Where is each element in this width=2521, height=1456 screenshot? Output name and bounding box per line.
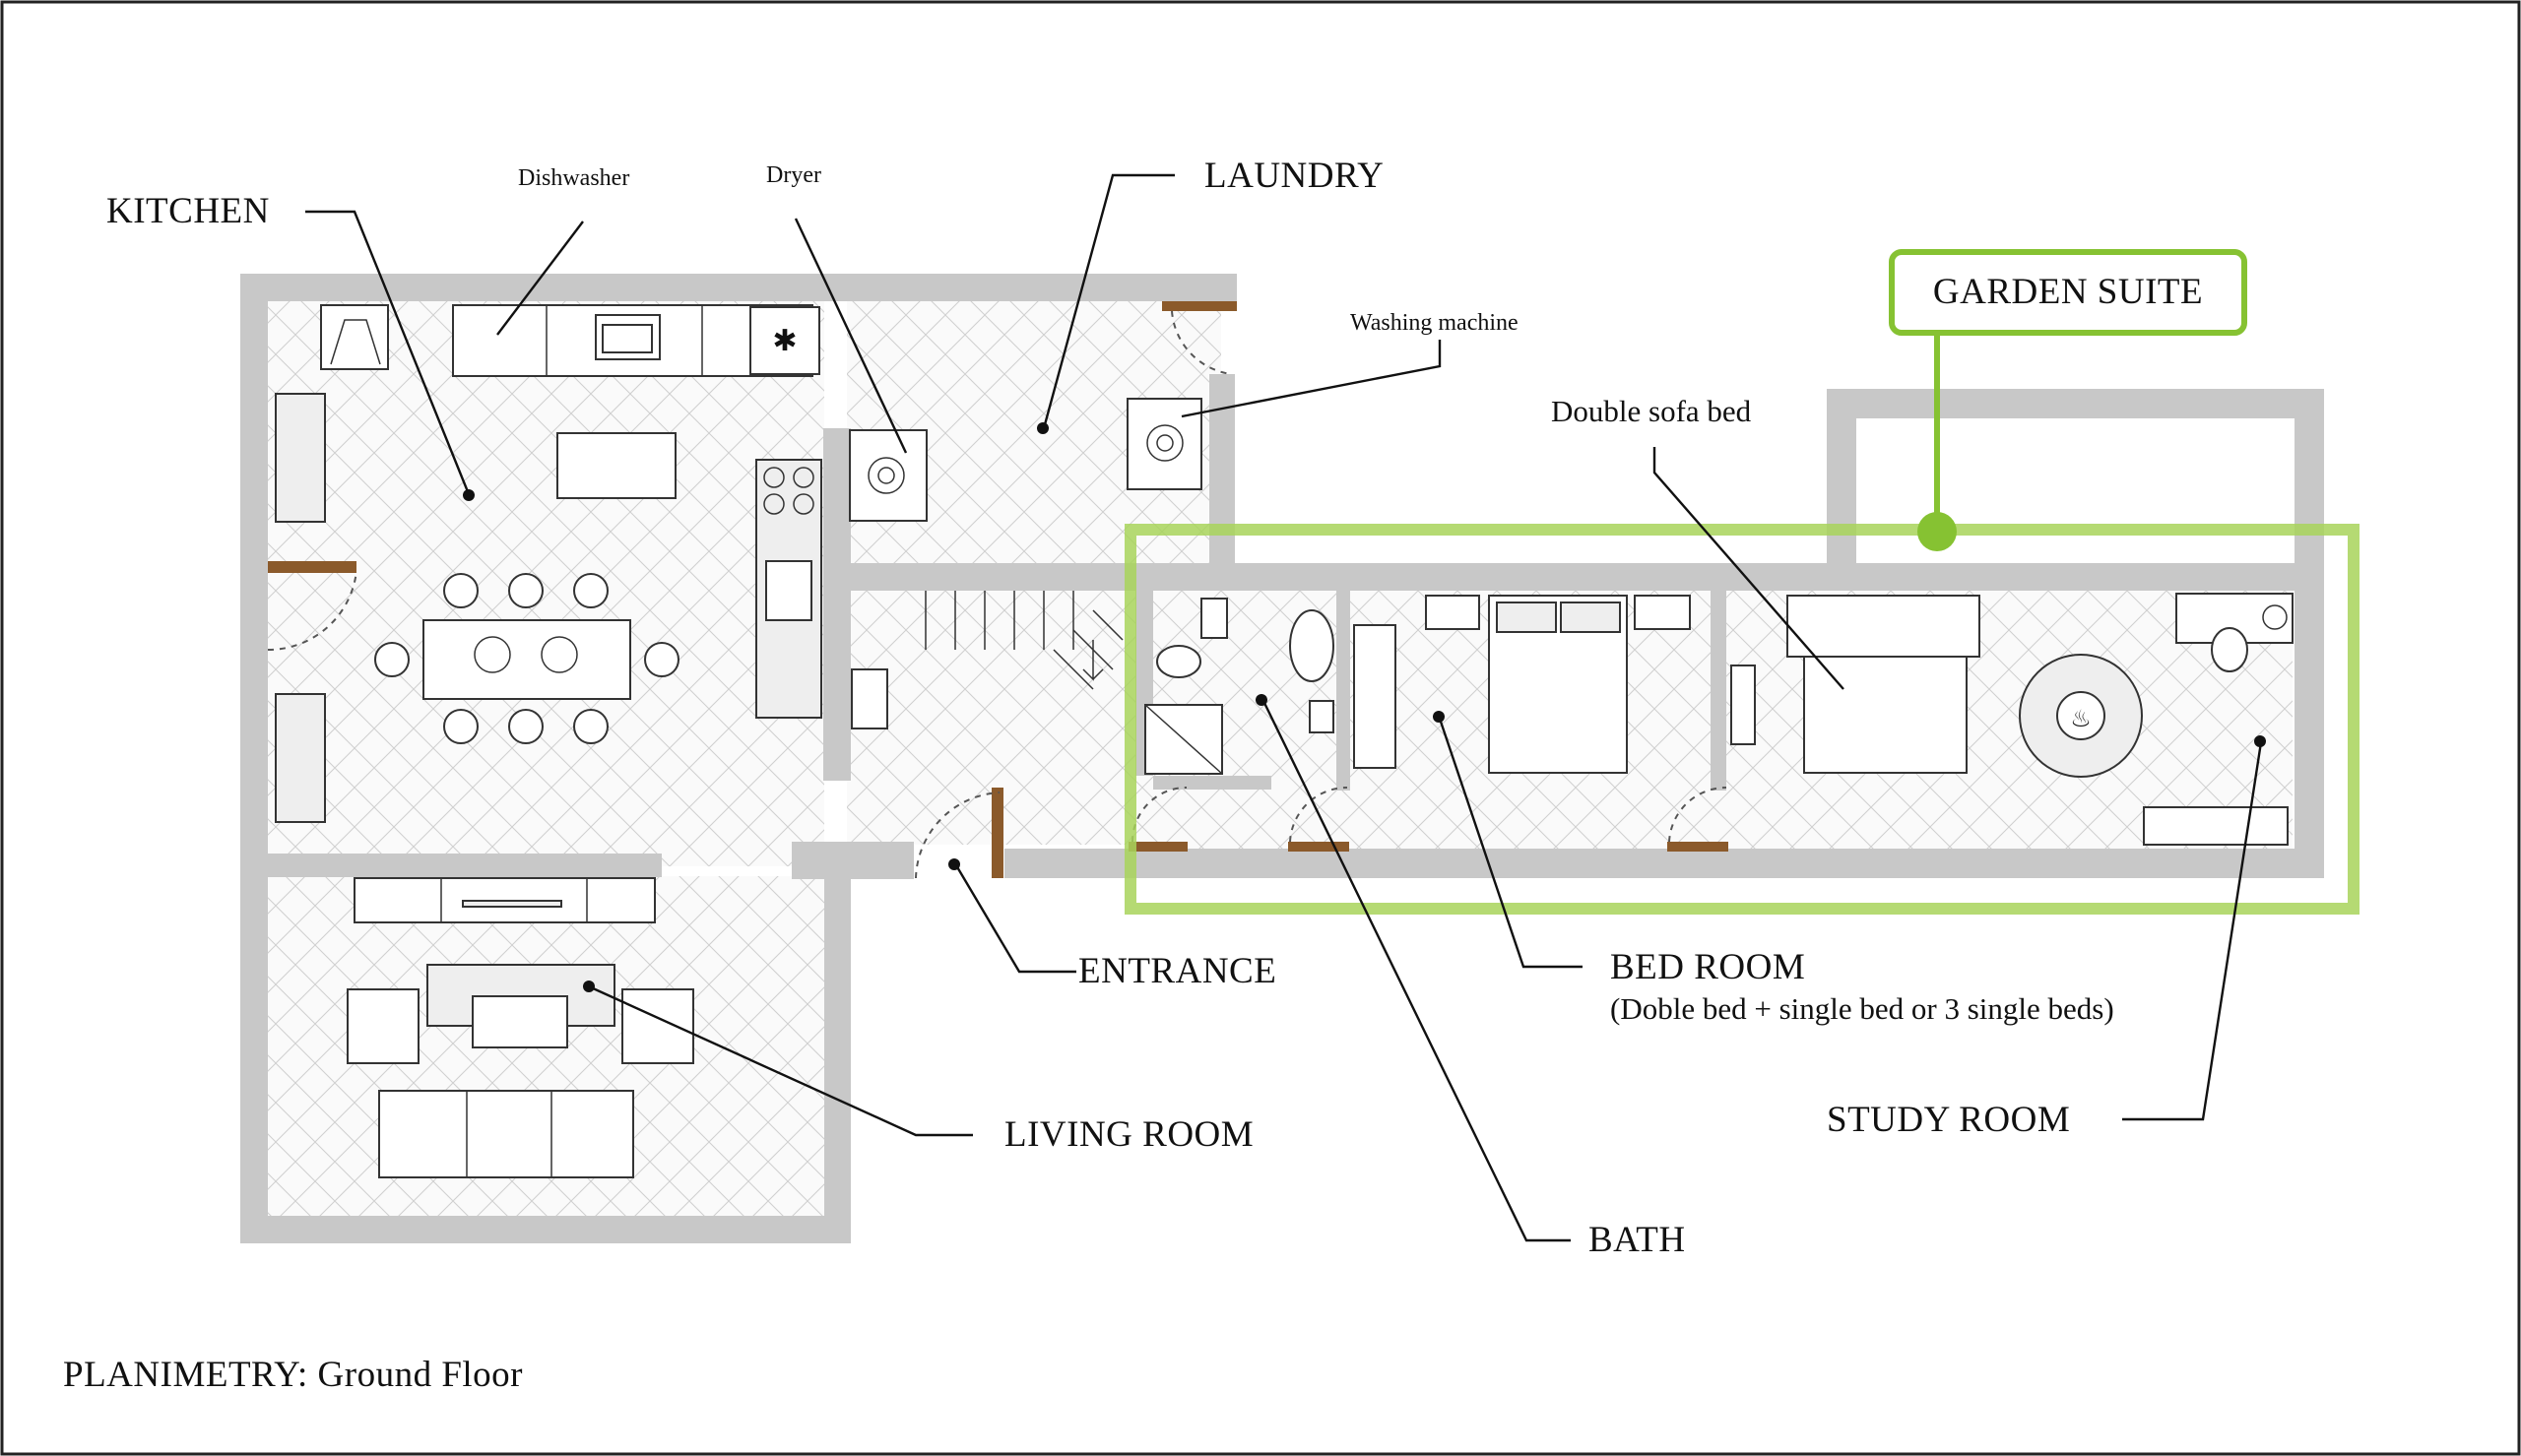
svg-text:♨: ♨ [2070,705,2092,732]
label-dryer: Dryer [766,162,821,188]
label-kitchen: KITCHEN [106,191,270,231]
toilet-tank [1200,598,1228,639]
washing-machine [1127,398,1202,490]
tv [462,900,562,908]
kitchen-island [556,432,677,499]
bedroom-door-1 [1288,842,1349,852]
garden-suite-highlight: GARDEN SUITE [1125,249,2359,915]
armchair-right [621,988,694,1064]
sofa-bed-open [1803,656,1968,774]
label-study-room: STUDY ROOM [1827,1100,2070,1140]
svg-text:✱: ✱ [772,324,797,358]
labels: KITCHEN Dishwasher Dryer LAUNDRY Washing… [63,156,2114,1395]
fridge [749,306,820,375]
entrance-door [992,788,1003,878]
coffee-table [472,995,568,1048]
bedroom-wardrobe [1730,665,1756,745]
label-laundry: LAUNDRY [1204,156,1384,196]
label-washing-machine: Washing machine [1350,310,1519,336]
bath-sink [1289,609,1334,682]
label-living-room: LIVING ROOM [1004,1114,1254,1155]
hall-chair [851,668,888,729]
kitchen-sofa-bottom [275,693,326,823]
armchair-left [347,988,420,1064]
label-dishwasher: Dishwasher [518,165,629,191]
nightstand-left [1425,595,1480,630]
laundry-furniture [849,398,1202,729]
suite-label: GARDEN SUITE [1933,272,2203,312]
living-sofa [378,1090,634,1178]
dryer [849,429,928,522]
study-radiator [2143,806,2289,846]
nightstand-right [1634,595,1691,630]
living-furniture [347,877,694,1178]
bidet [1309,700,1334,733]
label-entrance: ENTRANCE [1078,951,1276,991]
double-sofa-bed [1786,595,1980,658]
dining-table [422,619,631,700]
stairs [925,591,1124,690]
suite-tag [1889,249,2247,336]
study-chair [2211,627,2248,672]
label-bed-room: BED ROOM [1610,947,1805,987]
walls [240,274,2324,1243]
laundry-door [1162,301,1237,311]
kitchen-door [268,561,356,573]
kitchen-furniture: ✱ [275,304,822,823]
bath-radiator [1353,624,1396,769]
label-bed-room-note: (Doble bed + single bed or 3 single beds… [1610,991,2114,1026]
suite-furniture: ♨ [1144,593,2294,846]
doors [267,301,1728,879]
suite-outline [1125,524,2359,915]
kitchen-sofa-top [275,393,326,523]
page-title: PLANIMETRY: Ground Floor [63,1355,523,1395]
label-double-sofa-bed: Double sofa bed [1551,394,1752,428]
suite-marker [1917,512,1957,551]
toilet [1156,645,1201,678]
bedroom-door-2 [1667,842,1728,852]
bath-door [1129,842,1188,852]
leaders [305,173,2266,1242]
label-bath: BATH [1588,1220,1686,1260]
